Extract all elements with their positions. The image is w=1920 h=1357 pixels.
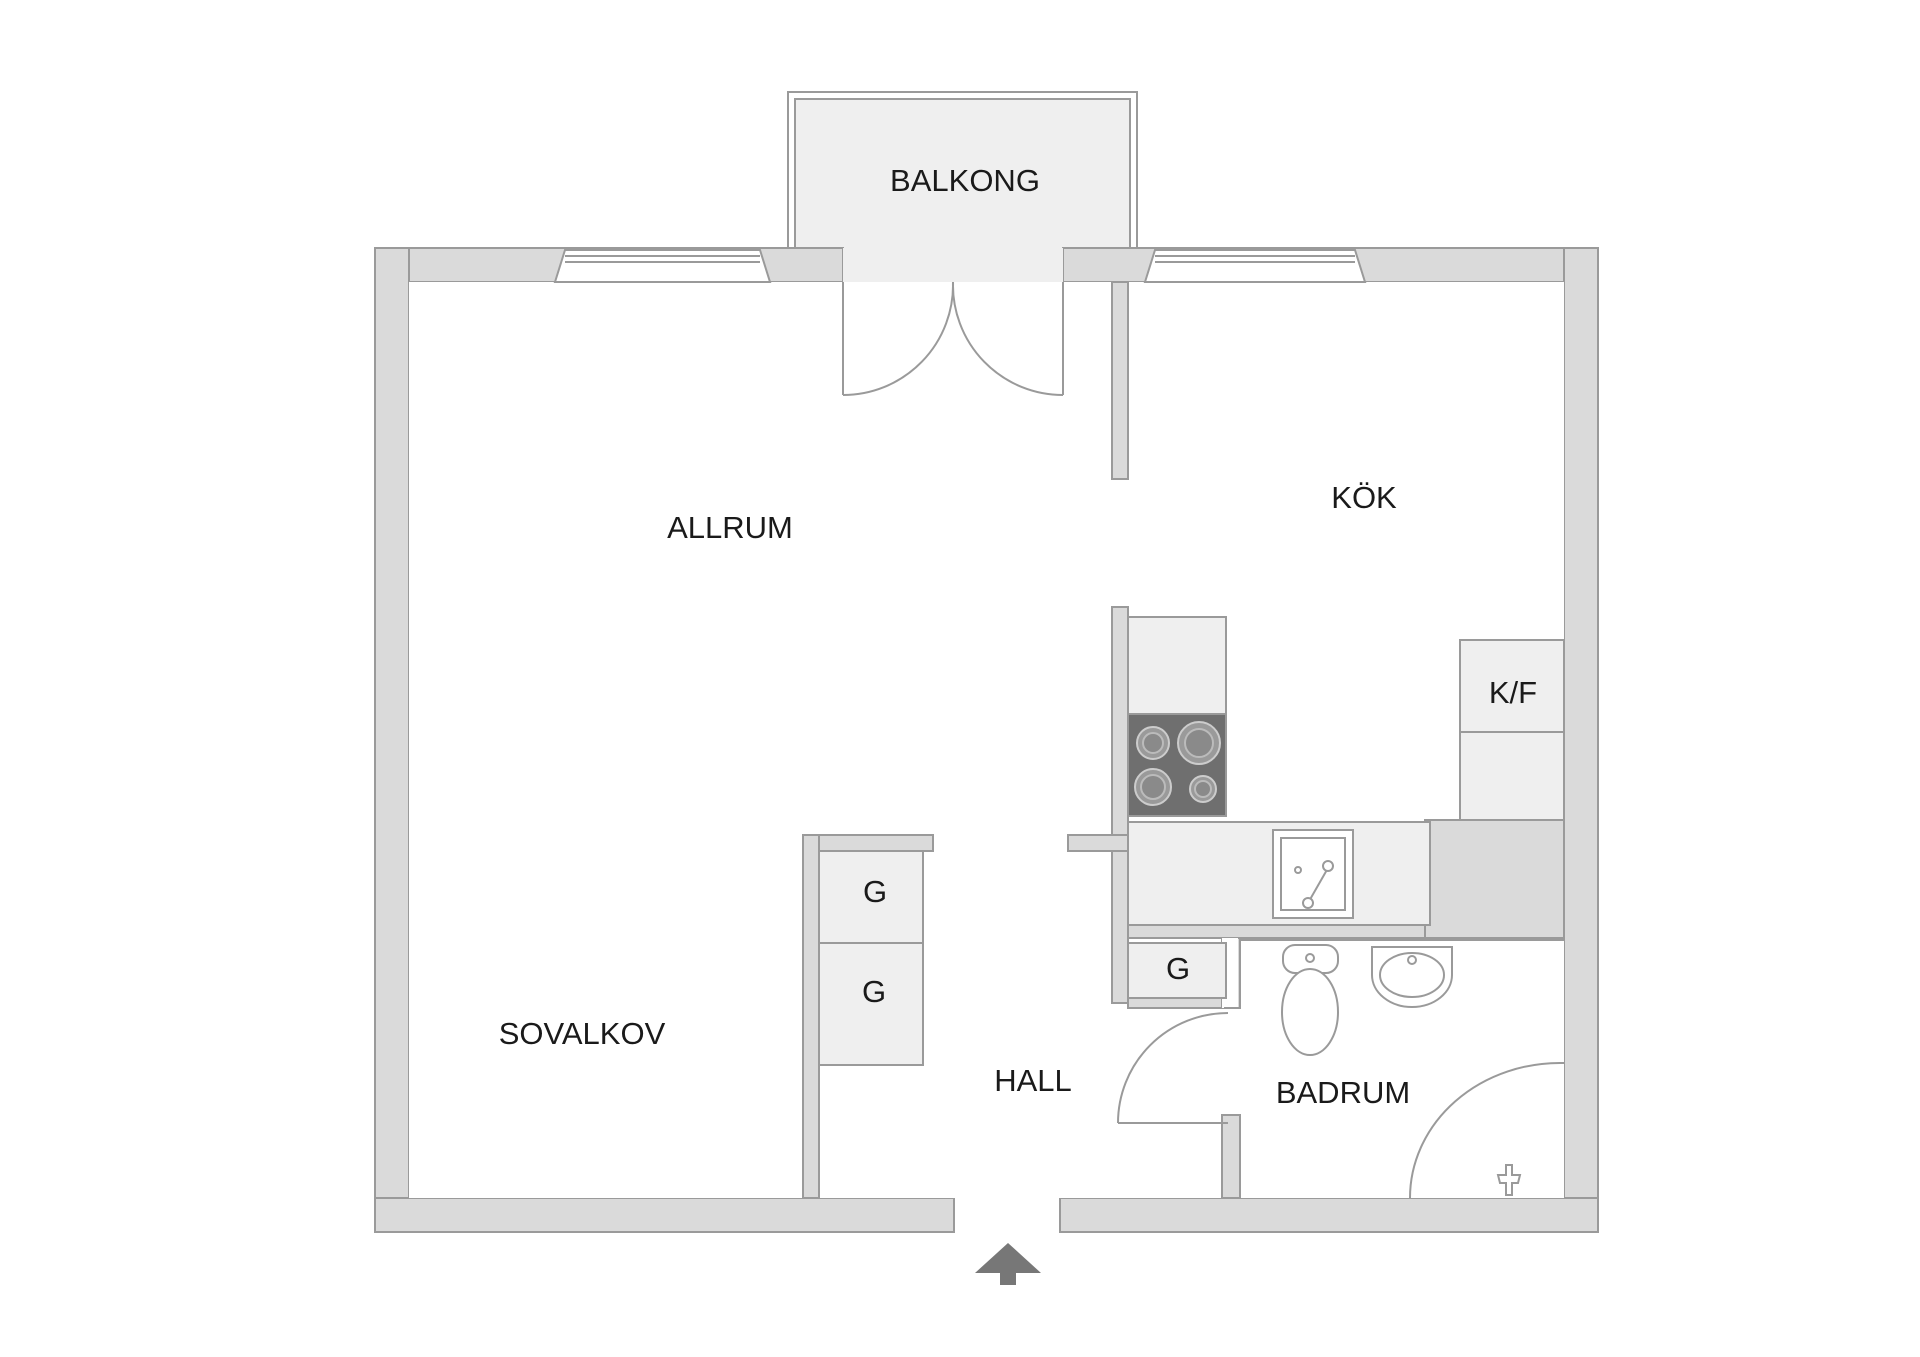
bathroom-door	[1117, 1012, 1229, 1124]
floor	[409, 248, 1564, 1198]
wardrobe-label: G	[863, 874, 887, 909]
room-label-sovalkov: SOVALKOV	[499, 1016, 666, 1051]
window-kok	[1143, 249, 1367, 283]
room-label-allrum: ALLRUM	[667, 510, 793, 545]
window-allrum	[553, 249, 772, 283]
room-label-hall: HALL	[994, 1063, 1072, 1098]
entrance-arrow-icon	[975, 1243, 1041, 1285]
fridge-freezer	[1459, 639, 1565, 821]
room-label-badrum: BADRUM	[1276, 1075, 1410, 1110]
interior-walls	[802, 281, 1565, 1199]
balcony-door	[842, 281, 1064, 396]
room-label-balkong: BALKONG	[890, 163, 1040, 198]
wardrobe-label: G	[1166, 951, 1190, 986]
wardrobe-label: G	[862, 974, 886, 1009]
washbasin-icon	[1371, 946, 1453, 1008]
shower	[1409, 1061, 1565, 1199]
fridge-freezer-label: K/F	[1489, 675, 1537, 710]
room-label-kok: KÖK	[1331, 480, 1397, 515]
bathroom-walls	[1224, 939, 1564, 1198]
sink-icon	[1272, 829, 1354, 919]
toilet-icon	[1281, 944, 1339, 1056]
wardrobes	[818, 850, 1227, 1066]
